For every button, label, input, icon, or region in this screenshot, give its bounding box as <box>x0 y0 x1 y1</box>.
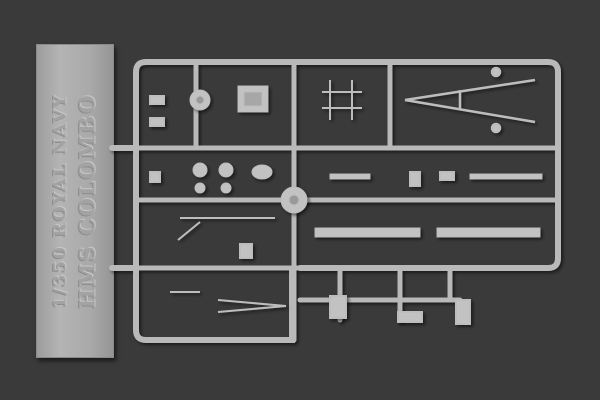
turret-part <box>251 164 308 214</box>
deck-strip-parts <box>314 173 543 238</box>
small-fitting-parts <box>149 95 471 325</box>
sprue-outer-frame <box>109 59 561 343</box>
searchlight-parts <box>192 162 234 194</box>
gun-mount-part <box>189 89 211 111</box>
bridge-box-part <box>237 85 269 113</box>
ladder-part <box>322 80 362 120</box>
sprue-tag-plate: 1/350 ROYAL NAVY HMS COLOMBO <box>36 44 114 358</box>
antenna-yard-part <box>404 66 536 134</box>
